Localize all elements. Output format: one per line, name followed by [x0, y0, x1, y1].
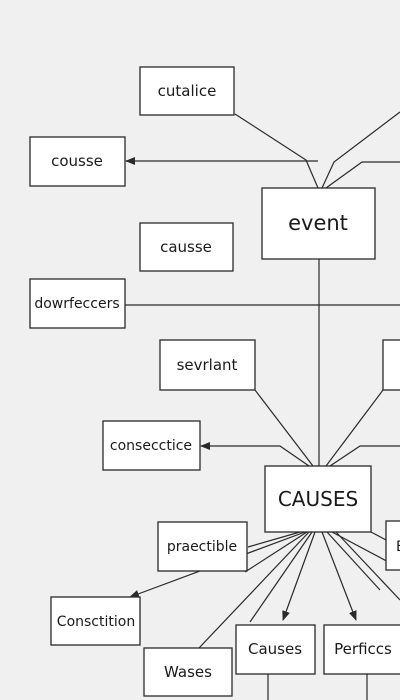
- node-causes: CAUSES: [264, 465, 372, 533]
- node-cutalice-box: [139, 66, 235, 116]
- edge-sevrlant-causes: [254, 389, 314, 467]
- edge-causes-perficcs: [321, 531, 357, 621]
- node-sevrlant: sevrlant: [159, 339, 256, 391]
- edge-praectible-causes: [247, 531, 301, 548]
- node-wases-label: Wases: [164, 663, 212, 681]
- node-event-box: [261, 187, 376, 260]
- edge-event-offscreen-right-top: [325, 161, 400, 189]
- node-perficcs: Perficcs: [323, 624, 400, 675]
- node-perficcs-box: [323, 624, 400, 675]
- node-event: event: [261, 187, 376, 260]
- node-consecctice-label: consecctice: [110, 438, 192, 454]
- node-right-partial-lower-label: E: [396, 539, 400, 555]
- edge-event-offscreen-top-right: [321, 111, 400, 189]
- node-cousse: cousse: [29, 136, 126, 187]
- node-dowrfeccers: dowrfeccers: [29, 278, 126, 329]
- node-right-partial-lower-box: [385, 520, 400, 571]
- edge-causes-wases: [198, 531, 310, 649]
- node-right-partial-upper: [382, 339, 400, 391]
- node-dowrfeccers-box: [29, 278, 126, 329]
- node-cousse-label: cousse: [51, 152, 103, 170]
- node-causes-low-label: Causes: [248, 640, 302, 658]
- edge-causes-fan-c: [326, 531, 381, 591]
- node-causse: causse: [139, 222, 234, 272]
- node-conscti-box: [50, 596, 141, 646]
- node-wases-box: [143, 647, 233, 697]
- node-causse-label: causse: [160, 238, 212, 256]
- node-cousse-box: [29, 136, 126, 187]
- node-cutalice-label: cutalice: [158, 82, 217, 100]
- edge-causes-causes-low: [282, 531, 316, 621]
- node-causse-box: [139, 222, 234, 272]
- edge-causes-fan-b: [249, 531, 313, 623]
- edge-causes-right-mid: [329, 445, 400, 467]
- edge-causes-fan-d: [331, 531, 397, 567]
- edge-causes-right-lower: [370, 531, 387, 541]
- node-causes-label: CAUSES: [278, 487, 358, 511]
- edge-cutalice-event: [234, 113, 319, 189]
- node-right-partial-lower: E: [385, 520, 400, 571]
- node-praectible-box: [157, 521, 248, 572]
- node-praectible: praectible: [157, 521, 248, 572]
- node-consecctice-box: [102, 420, 201, 471]
- edge-to-consecctice: [200, 442, 310, 467]
- node-sevrlant-box: [159, 339, 256, 391]
- node-causes-box: [264, 465, 372, 533]
- node-praectible-label: praectible: [167, 539, 237, 555]
- edge-causes-right-upper: [325, 389, 384, 467]
- node-causes-low-box: [235, 624, 316, 675]
- node-event-label: event: [288, 211, 348, 235]
- node-dowrfeccers-label: dowrfeccers: [34, 296, 119, 312]
- node-consecctice: consecctice: [102, 420, 201, 471]
- node-wases: Wases: [143, 647, 233, 697]
- node-conscti: Conscti̇tion: [50, 596, 141, 646]
- node-perficcs-label: Perficcs: [334, 640, 392, 658]
- node-conscti-label: Conscti̇tion: [57, 614, 135, 630]
- node-causes-low: Causes: [235, 624, 316, 675]
- node-cutalice: cutalice: [139, 66, 235, 116]
- node-right-partial-upper-box: [382, 339, 400, 391]
- node-sevrlant-label: sevrlant: [177, 356, 238, 374]
- edge-causes-fan-a: [244, 531, 308, 573]
- edge-causes-fan-e: [335, 531, 400, 601]
